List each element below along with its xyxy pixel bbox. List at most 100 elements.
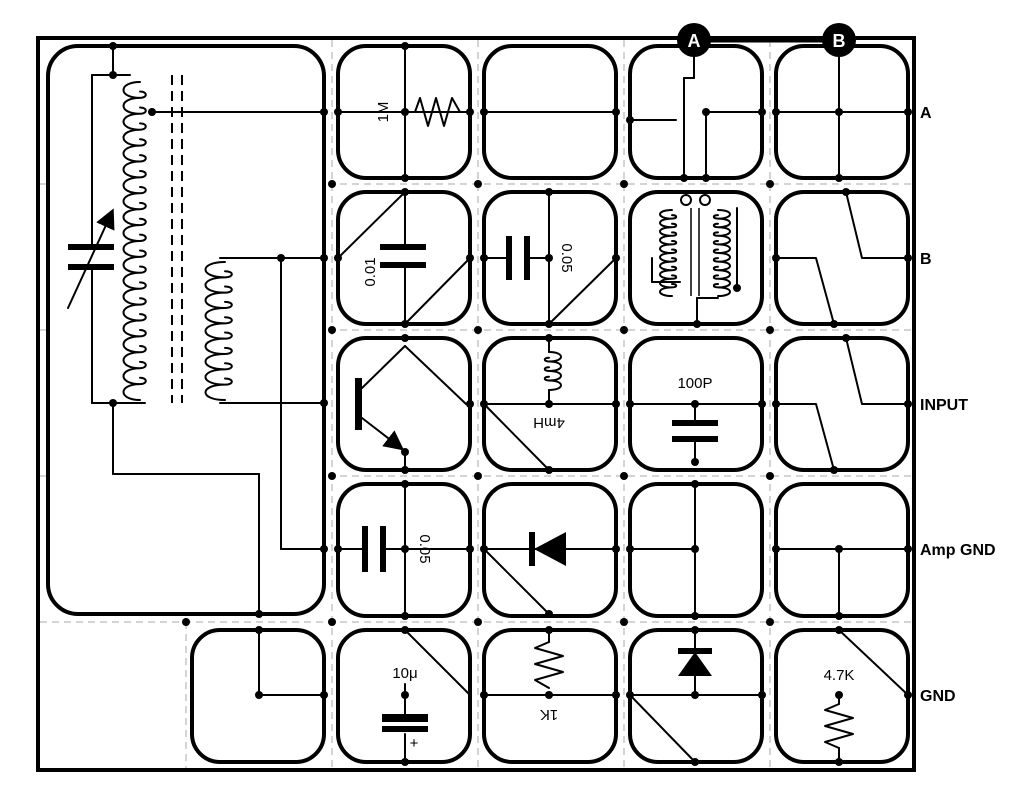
junction-dot <box>835 612 843 620</box>
junction-dot <box>835 758 843 766</box>
junction-dot <box>691 545 699 553</box>
junction-dot <box>758 691 766 699</box>
junction-dot <box>545 400 553 408</box>
junction-dot <box>772 254 780 262</box>
row-label-input: INPUT <box>920 397 968 414</box>
junction-dot <box>401 758 409 766</box>
terminal-b[interactable]: B <box>822 23 856 57</box>
junction-dot <box>766 618 774 626</box>
capacitor-001-label: 0.01 <box>362 257 379 286</box>
junction-dot <box>766 472 774 480</box>
junction-dot <box>612 545 620 553</box>
junction-dot <box>474 472 482 480</box>
junction-dot <box>904 254 912 262</box>
junction-dot <box>545 254 553 262</box>
junction-dot <box>691 612 699 620</box>
junction-dot <box>401 174 409 182</box>
junction-dot <box>612 691 620 699</box>
junction-dot <box>328 618 336 626</box>
junction-dot <box>480 691 488 699</box>
junction-dot <box>466 108 474 116</box>
terminal-a-label: A <box>688 31 701 51</box>
junction-dot <box>702 108 710 116</box>
junction-dot <box>904 108 912 116</box>
junction-dot <box>480 108 488 116</box>
junction-dot <box>842 188 850 196</box>
junction-dot <box>830 320 838 328</box>
junction-dot <box>766 326 774 334</box>
row-label-b: B <box>920 251 932 268</box>
junction-dot <box>320 254 328 262</box>
junction-dot <box>545 545 553 553</box>
junction-dot <box>545 188 553 196</box>
tile-terminal-a-wire[interactable] <box>628 44 764 180</box>
row-label-gnd: GND <box>920 688 956 705</box>
junction-dot <box>772 108 780 116</box>
junction-dot <box>401 334 409 342</box>
junction-dot <box>766 180 774 188</box>
terminal-a[interactable]: A <box>677 23 711 57</box>
junction-dot <box>691 400 699 408</box>
tile-crossover-b[interactable] <box>774 190 910 326</box>
junction-dot <box>758 400 766 408</box>
junction-dot <box>691 480 699 488</box>
junction-dot <box>680 174 688 182</box>
tile-tuning-coil[interactable] <box>46 42 326 618</box>
junction-dot <box>401 691 409 699</box>
junction-dot <box>320 691 328 699</box>
junction-dot <box>545 626 553 634</box>
junction-dot <box>474 180 482 188</box>
junction-dot <box>626 400 634 408</box>
junction-dot <box>612 254 620 262</box>
junction-dot <box>474 618 482 626</box>
junction-dot <box>328 326 336 334</box>
capacitor-10u-polarity: + <box>410 735 419 752</box>
junction-dot <box>255 691 263 699</box>
junction-dot <box>691 626 699 634</box>
tile-wire-a2[interactable] <box>482 44 618 180</box>
junction-dot <box>626 116 634 124</box>
junction-dot <box>691 758 699 766</box>
junction-dot <box>758 108 766 116</box>
junction-dot <box>320 108 328 116</box>
junction-dot <box>328 472 336 480</box>
junction-dot <box>401 108 409 116</box>
junction-dot <box>401 320 409 328</box>
junction-dot <box>620 472 628 480</box>
inductor-4mh-label: 4mH <box>533 414 565 431</box>
row-label-amp-gnd: Amp GND <box>920 542 996 559</box>
junction-dot <box>620 180 628 188</box>
junction-dot <box>466 400 474 408</box>
junction-dot <box>620 618 628 626</box>
junction-dot <box>612 108 620 116</box>
junction-dot <box>401 545 409 553</box>
junction-dot <box>842 334 850 342</box>
board-frame <box>36 36 916 772</box>
junction-dot <box>466 254 474 262</box>
junction-dot <box>401 42 409 50</box>
junction-dot <box>830 466 838 474</box>
junction-dot <box>401 626 409 634</box>
junction-dot <box>328 180 336 188</box>
junction-dot <box>772 545 780 553</box>
resistor-1m-label: 1M <box>375 102 392 123</box>
junction-dot <box>835 108 843 116</box>
resistor-1k-label: 1K <box>540 706 558 723</box>
junction-dot <box>835 626 843 634</box>
junction-dot <box>691 691 699 699</box>
junction-dot <box>620 326 628 334</box>
junction-dot <box>904 545 912 553</box>
junction-dot <box>545 691 553 699</box>
junction-dot <box>626 545 634 553</box>
junction-dot <box>255 626 263 634</box>
junction-dot <box>835 545 843 553</box>
resistor-47k-label: 4.7K <box>824 667 855 684</box>
junction-dot <box>320 399 328 407</box>
junction-dot <box>466 545 474 553</box>
junction-dot <box>401 466 409 474</box>
tile-crossover-input[interactable] <box>774 336 910 472</box>
tile-capacitor-001[interactable]: 0.01 <box>336 190 472 326</box>
junction-dot <box>474 326 482 334</box>
tile-transformer[interactable] <box>628 190 764 326</box>
